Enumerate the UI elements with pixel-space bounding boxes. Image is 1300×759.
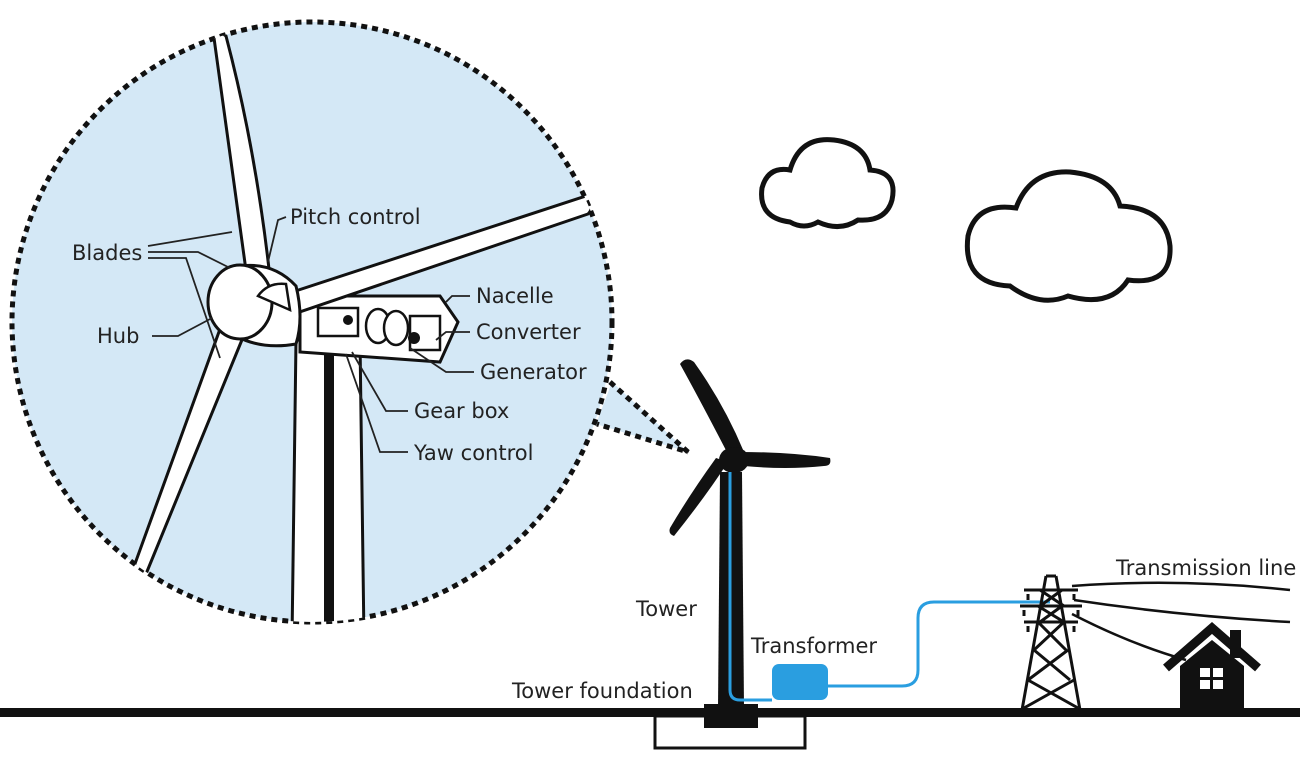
label-transmission-line: Transmission line [1115,556,1296,580]
label-yaw-control: Yaw control [413,441,533,465]
ground-line [0,708,1300,717]
hub-part [206,263,302,348]
turbine-closeup [130,31,593,622]
label-blades: Blades [72,241,142,265]
label-converter: Converter [476,320,581,344]
cable-to-grid [828,600,1050,688]
label-tower-foundation: Tower foundation [511,679,693,703]
wind-turbine-icon [669,359,831,708]
leader-lines [147,216,474,453]
cloud-icon [759,137,896,229]
transformer-box [772,664,828,700]
label-transformer: Transformer [750,634,877,658]
label-hub: Hub [97,324,139,348]
transmission-lines [1071,581,1291,662]
label-pitch-control: Pitch control [290,205,421,229]
transmission-tower-icon [1020,574,1082,711]
nacelle-housing [298,294,460,364]
cloud-icon [964,169,1173,303]
tower-foundation [704,704,758,728]
label-generator: Generator [480,360,587,384]
label-nacelle: Nacelle [476,284,554,308]
house-icon [1163,622,1261,708]
label-gear-box: Gear box [414,399,509,423]
cable-tower [728,472,772,702]
label-tower: Tower [635,597,697,621]
